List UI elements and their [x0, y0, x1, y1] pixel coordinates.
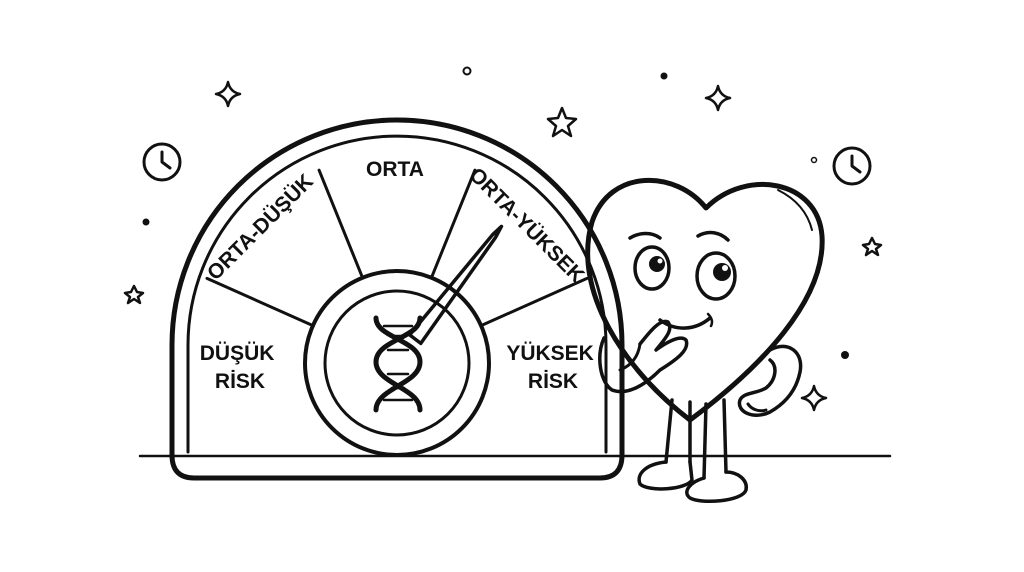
sparkle-icon	[800, 384, 828, 412]
heart-character-icon	[585, 178, 825, 504]
gauge-outer-frame	[169, 117, 625, 481]
segment-label-dusuk-line2: RİSK	[215, 370, 265, 393]
gauge-inner-frame	[186, 134, 608, 454]
gauge-hub-outer	[303, 269, 491, 457]
segment-divider	[479, 276, 589, 328]
star-icon	[546, 106, 578, 138]
sparkle-icon	[214, 80, 242, 108]
dot-icon	[810, 156, 818, 164]
segment-label-dusuk: DÜŞÜK RİSK	[200, 342, 281, 393]
star-icon	[861, 236, 883, 257]
dot-icon	[142, 218, 150, 226]
dot-icon	[660, 72, 668, 80]
sparkle-icon	[704, 84, 732, 112]
clock-icon	[142, 142, 182, 182]
segment-dividers	[205, 168, 589, 328]
gauge-hub-inner	[323, 289, 471, 437]
star-icon	[123, 284, 145, 305]
segment-label-orta-text: ORTA	[366, 158, 424, 181]
dot-icon	[462, 66, 472, 76]
segment-label-dusuk-line1: DÜŞÜK	[200, 342, 275, 365]
segment-label-orta: ORTA	[366, 158, 424, 181]
segment-label-yuksek: YÜKSEK RİSK	[506, 342, 599, 393]
segment-label-yuksek-line2: RİSK	[528, 370, 578, 393]
clock-icon	[832, 146, 872, 186]
decorations	[123, 66, 883, 412]
gauge-needle	[407, 224, 504, 346]
risk-gauge: DÜŞÜK RİSK ORTA-DÜŞÜK ORTA ORTA-YÜKSEK Y…	[169, 117, 625, 481]
segment-divider	[317, 168, 365, 280]
segment-divider	[205, 276, 315, 328]
segment-divider	[429, 168, 477, 280]
segment-label-yuksek-line1: YÜKSEK	[506, 342, 594, 365]
dot-icon	[841, 351, 849, 359]
